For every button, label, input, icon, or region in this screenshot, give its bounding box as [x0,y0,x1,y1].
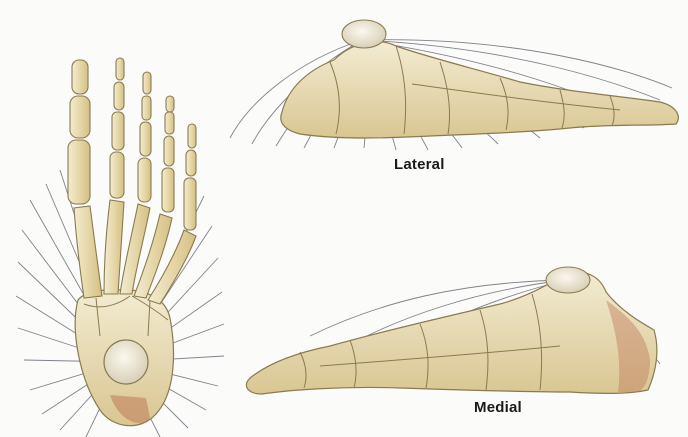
label-medial: Medial [474,399,522,416]
label-lateral: Lateral [394,156,445,173]
medial-foot-view [246,267,660,394]
dorsal-foot-view [16,58,224,437]
talus-head [104,340,148,384]
lateral-foot-view [230,20,678,150]
